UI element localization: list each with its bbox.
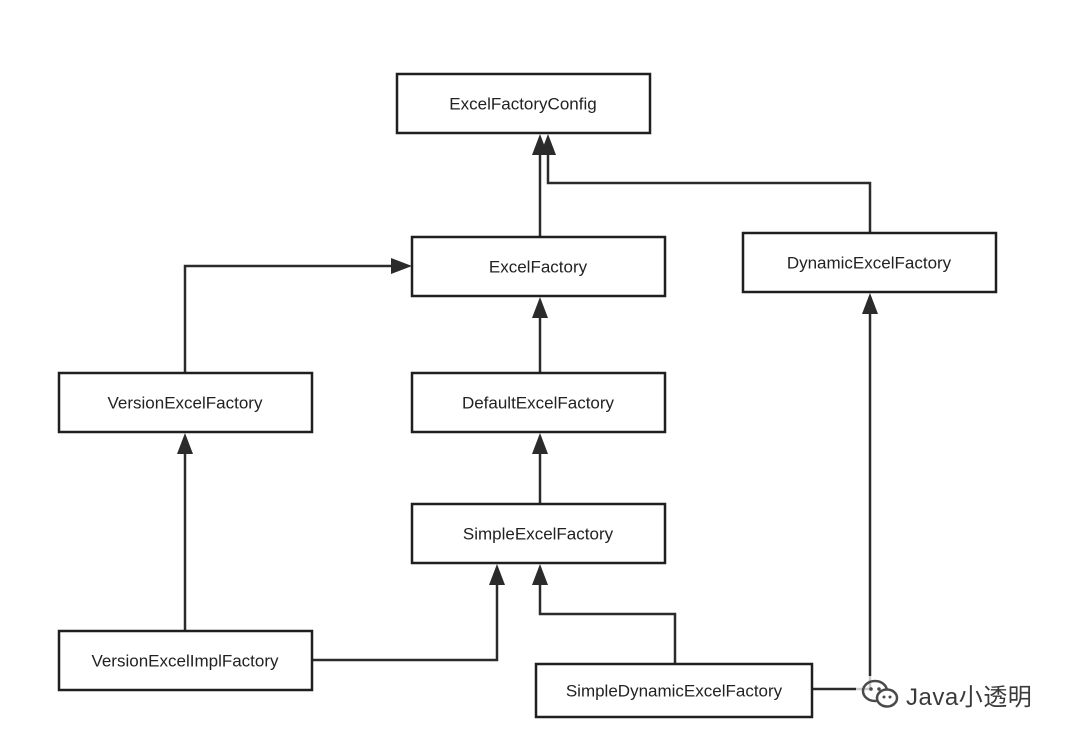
node-label: VersionExcelFactory [108,393,263,412]
arrowhead-default-to-excelfactory [532,297,548,318]
node-version-excel-factory: VersionExcelFactory [57,371,314,434]
edge-simpledynamic-to-simple [538,580,677,664]
edge-simpledynamic-to-dynamic [813,309,872,691]
arrowhead-version-to-excelfactory [391,258,412,274]
arrowhead-simpledynamic-to-simple [532,564,548,585]
arrowhead-simple-to-default [532,433,548,454]
node-simple-excel-factory: SimpleExcelFactory [410,502,667,565]
watermark: Java小透明 [856,676,1037,712]
node-label: SimpleDynamicExcelFactory [566,681,783,700]
edge-dynamic-to-config [546,150,872,233]
node-label: SimpleExcelFactory [463,524,614,543]
arrowhead-dynamic-to-config [540,134,556,155]
arrowhead-versionimpl-to-version [177,433,193,454]
node-simple-dynamic-excel-factory: SimpleDynamicExcelFactory [534,662,814,719]
node-excel-factory: ExcelFactory [410,235,667,298]
node-label: ExcelFactoryConfig [449,94,596,113]
arrowhead-versionimpl-to-simple [489,564,505,585]
node-label: DynamicExcelFactory [787,253,952,272]
node-version-excel-impl-factory: VersionExcelImplFactory [57,629,314,692]
edge-versionimpl-to-simple [313,580,499,662]
node-excel-factory-config: ExcelFactoryConfig [395,72,652,135]
node-label: DefaultExcelFactory [462,393,615,412]
node-default-excel-factory: DefaultExcelFactory [410,371,667,434]
wechat-icon [861,679,899,708]
node-label: VersionExcelImplFactory [91,651,279,670]
watermark-text: Java小透明 [906,683,1033,711]
arrowhead-simpledynamic-to-dynamic [862,293,878,314]
edge-version-to-excelfactory [183,264,396,373]
node-dynamic-excel-factory: DynamicExcelFactory [741,231,998,294]
node-label: ExcelFactory [489,257,588,276]
